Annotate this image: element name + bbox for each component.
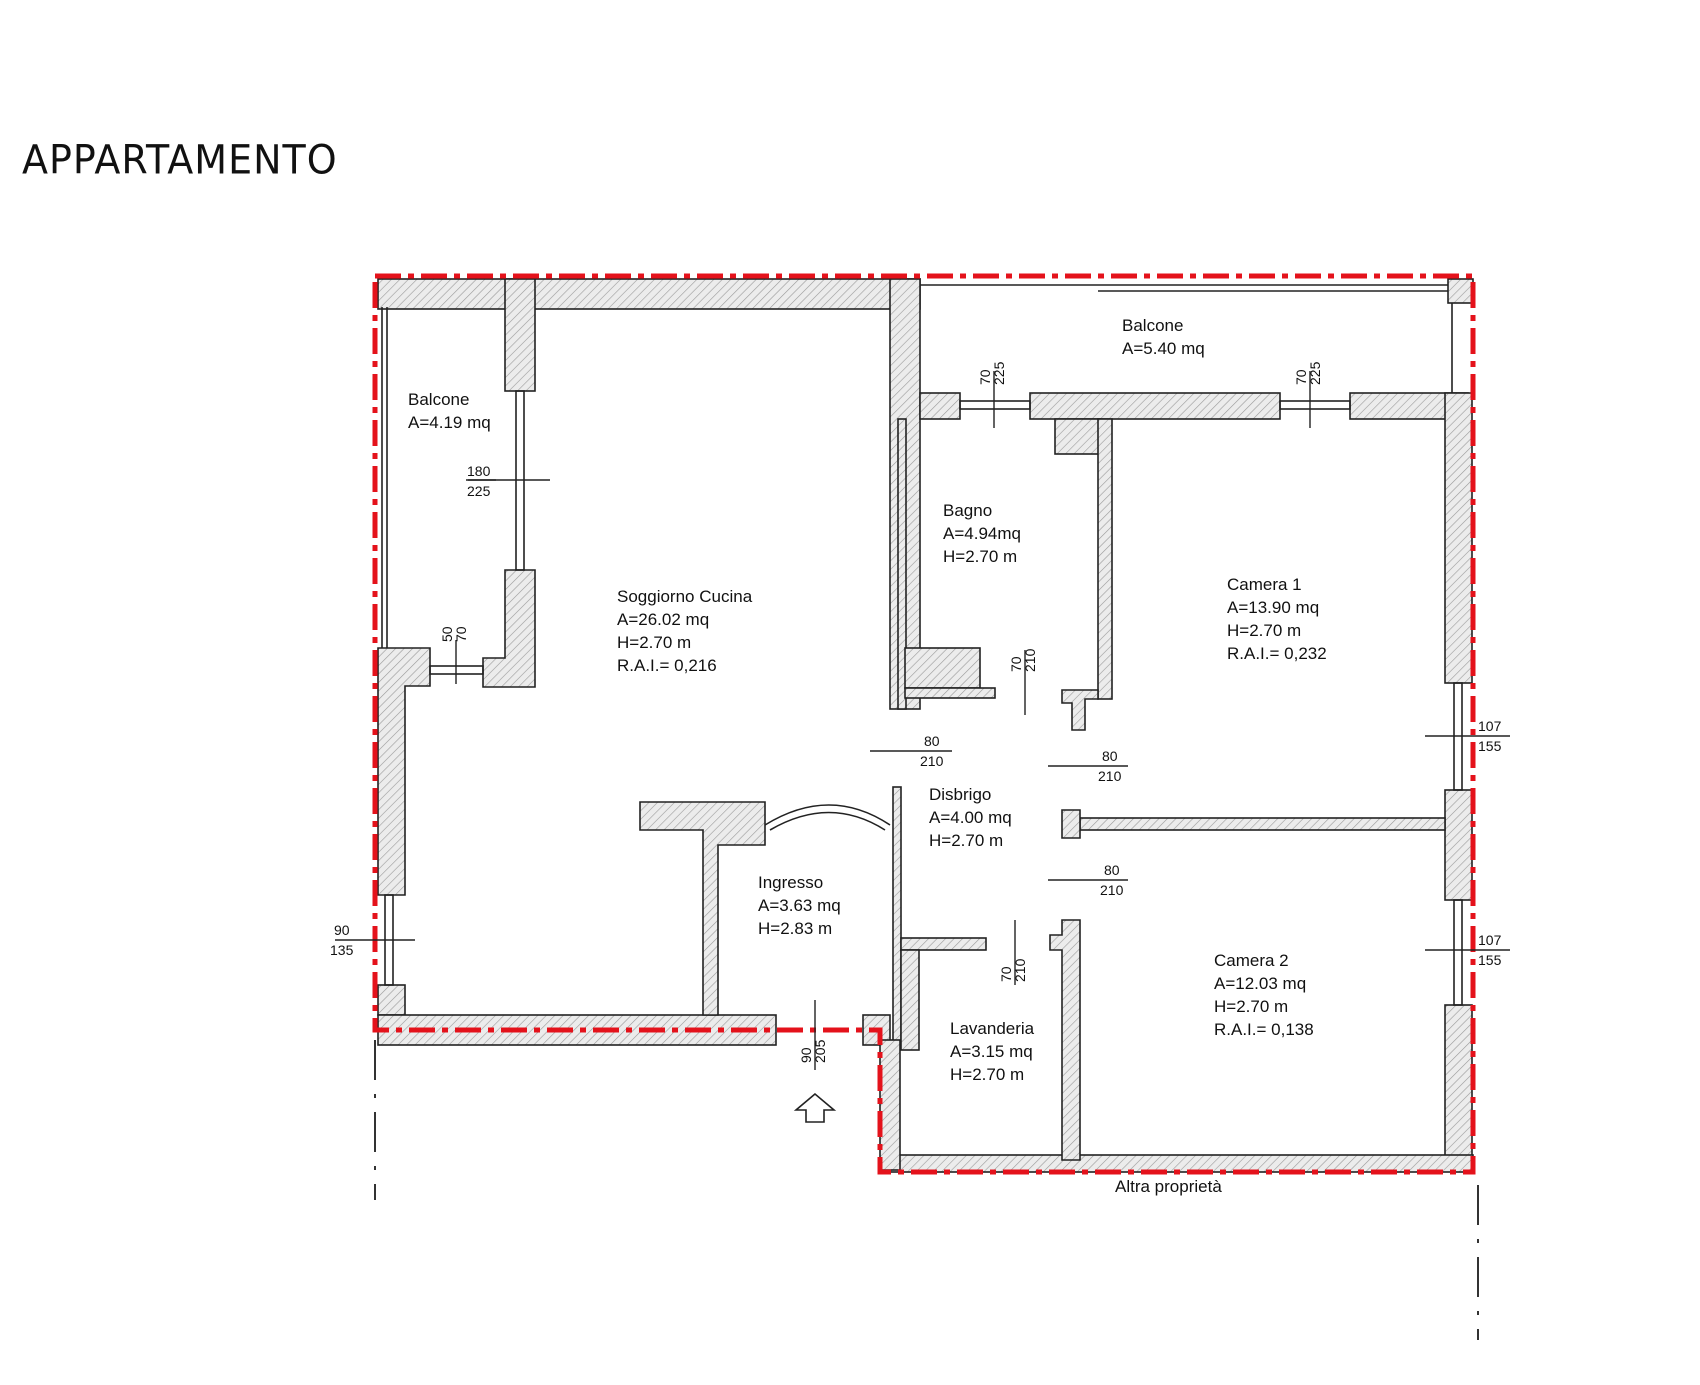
- opening-width: 70: [1293, 369, 1309, 385]
- room-area: A=5.40 mq: [1122, 339, 1205, 358]
- room-height: H=2.70 m: [950, 1065, 1024, 1084]
- opening-height: 225: [991, 361, 1007, 385]
- room-rai: R.A.I.= 0,138: [1214, 1020, 1314, 1039]
- room-soggiorno-cucina: Soggiorno Cucina A=26.02 mq H=2.70 m R.A…: [617, 587, 753, 675]
- room-bagno: Bagno A=4.94mq H=2.70 m: [943, 501, 1021, 566]
- room-disbrigo: Disbrigo A=4.00 mq H=2.70 m: [929, 785, 1012, 850]
- opening-camera2-window: 107 155: [1478, 932, 1502, 968]
- room-balcone-left: Balcone A=4.19 mq: [408, 390, 491, 432]
- opening-width: 80: [1102, 748, 1118, 764]
- opening-width: 70: [1008, 656, 1024, 672]
- opening-left-window: 90 135: [330, 922, 354, 958]
- room-area: A=26.02 mq: [617, 610, 709, 629]
- room-lavanderia: Lavanderia A=3.15 mq H=2.70 m: [950, 1019, 1035, 1084]
- opening-height: 155: [1478, 952, 1502, 968]
- room-rai: R.A.I.= 0,232: [1227, 644, 1327, 663]
- opening-width: 70: [977, 369, 993, 385]
- room-name: Balcone: [1122, 316, 1183, 335]
- room-area: A=13.90 mq: [1227, 598, 1319, 617]
- room-name: Balcone: [408, 390, 469, 409]
- room-name: Camera 1: [1227, 575, 1302, 594]
- room-name: Lavanderia: [950, 1019, 1035, 1038]
- opening-camera2-door: 80 210: [1100, 862, 1124, 898]
- opening-balcone-window: 180 225: [467, 463, 491, 499]
- opening-width: 107: [1478, 932, 1502, 948]
- room-height: H=2.70 m: [617, 633, 691, 652]
- room-area: A=4.94mq: [943, 524, 1021, 543]
- opening-height: 155: [1478, 738, 1502, 754]
- room-height: H=2.70 m: [1227, 621, 1301, 640]
- opening-width: 90: [798, 1047, 814, 1063]
- opening-lavanderia-door: 70 210: [998, 958, 1028, 982]
- opening-left-small: 50 70: [439, 626, 469, 642]
- room-height: H=2.70 m: [943, 547, 1017, 566]
- opening-height: 135: [330, 942, 354, 958]
- room-height: H=2.70 m: [1214, 997, 1288, 1016]
- room-camera-2: Camera 2 A=12.03 mq H=2.70 m R.A.I.= 0,1…: [1214, 951, 1314, 1039]
- opening-height: 210: [1100, 882, 1124, 898]
- balcone-rails: [381, 284, 1453, 648]
- room-area: A=3.15 mq: [950, 1042, 1033, 1061]
- opening-width: 180: [467, 463, 491, 479]
- opening-width: 80: [924, 733, 940, 749]
- room-name: Camera 2: [1214, 951, 1289, 970]
- opening-top-window-1: 70 225: [977, 361, 1007, 385]
- entrance-arch: [764, 804, 891, 826]
- room-area: A=3.63 mq: [758, 896, 841, 915]
- opening-height: 210: [1098, 768, 1122, 784]
- property-boundary: [372, 273, 1476, 1175]
- opening-camera1-window: 107 155: [1478, 718, 1502, 754]
- page-title: APPARTAMENTO: [22, 136, 338, 184]
- opening-height: 210: [920, 753, 944, 769]
- opening-width: 50: [439, 626, 455, 642]
- opening-width: 70: [998, 966, 1014, 982]
- opening-height: 205: [812, 1039, 828, 1063]
- altra-proprieta-label: Altra proprietà: [1115, 1177, 1222, 1196]
- opening-entrance-door: 90 205: [798, 1039, 828, 1063]
- opening-width: 90: [334, 922, 350, 938]
- opening-height: 225: [467, 483, 491, 499]
- room-name: Disbrigo: [929, 785, 991, 804]
- opening-soggiorno-door: 80 210: [920, 733, 944, 769]
- room-camera-1: Camera 1 A=13.90 mq H=2.70 m R.A.I.= 0,2…: [1227, 575, 1327, 663]
- room-area: A=4.19 mq: [408, 413, 491, 432]
- room-height: H=2.83 m: [758, 919, 832, 938]
- opening-camera1-door: 80 210: [1098, 748, 1122, 784]
- dimension-lines: [335, 371, 1510, 1070]
- opening-width: 80: [1104, 862, 1120, 878]
- opening-height: 70: [453, 626, 469, 642]
- opening-bagno-door: 70 210: [1008, 648, 1038, 672]
- opening-height: 210: [1012, 958, 1028, 982]
- room-name: Soggiorno Cucina: [617, 587, 753, 606]
- room-name: Bagno: [943, 501, 992, 520]
- room-height: H=2.70 m: [929, 831, 1003, 850]
- room-rai: R.A.I.= 0,216: [617, 656, 717, 675]
- room-name: Ingresso: [758, 873, 823, 892]
- room-area: A=4.00 mq: [929, 808, 1012, 827]
- opening-top-window-2: 70 225: [1293, 361, 1323, 385]
- opening-height: 210: [1022, 648, 1038, 672]
- opening-width: 107: [1478, 718, 1502, 734]
- entrance-arrow-icon: [793, 1092, 837, 1123]
- room-balcone-top: Balcone A=5.40 mq: [1122, 316, 1205, 358]
- room-ingresso: Ingresso A=3.63 mq H=2.83 m: [758, 873, 841, 938]
- opening-height: 225: [1307, 361, 1323, 385]
- room-area: A=12.03 mq: [1214, 974, 1306, 993]
- walls: [377, 278, 1474, 1173]
